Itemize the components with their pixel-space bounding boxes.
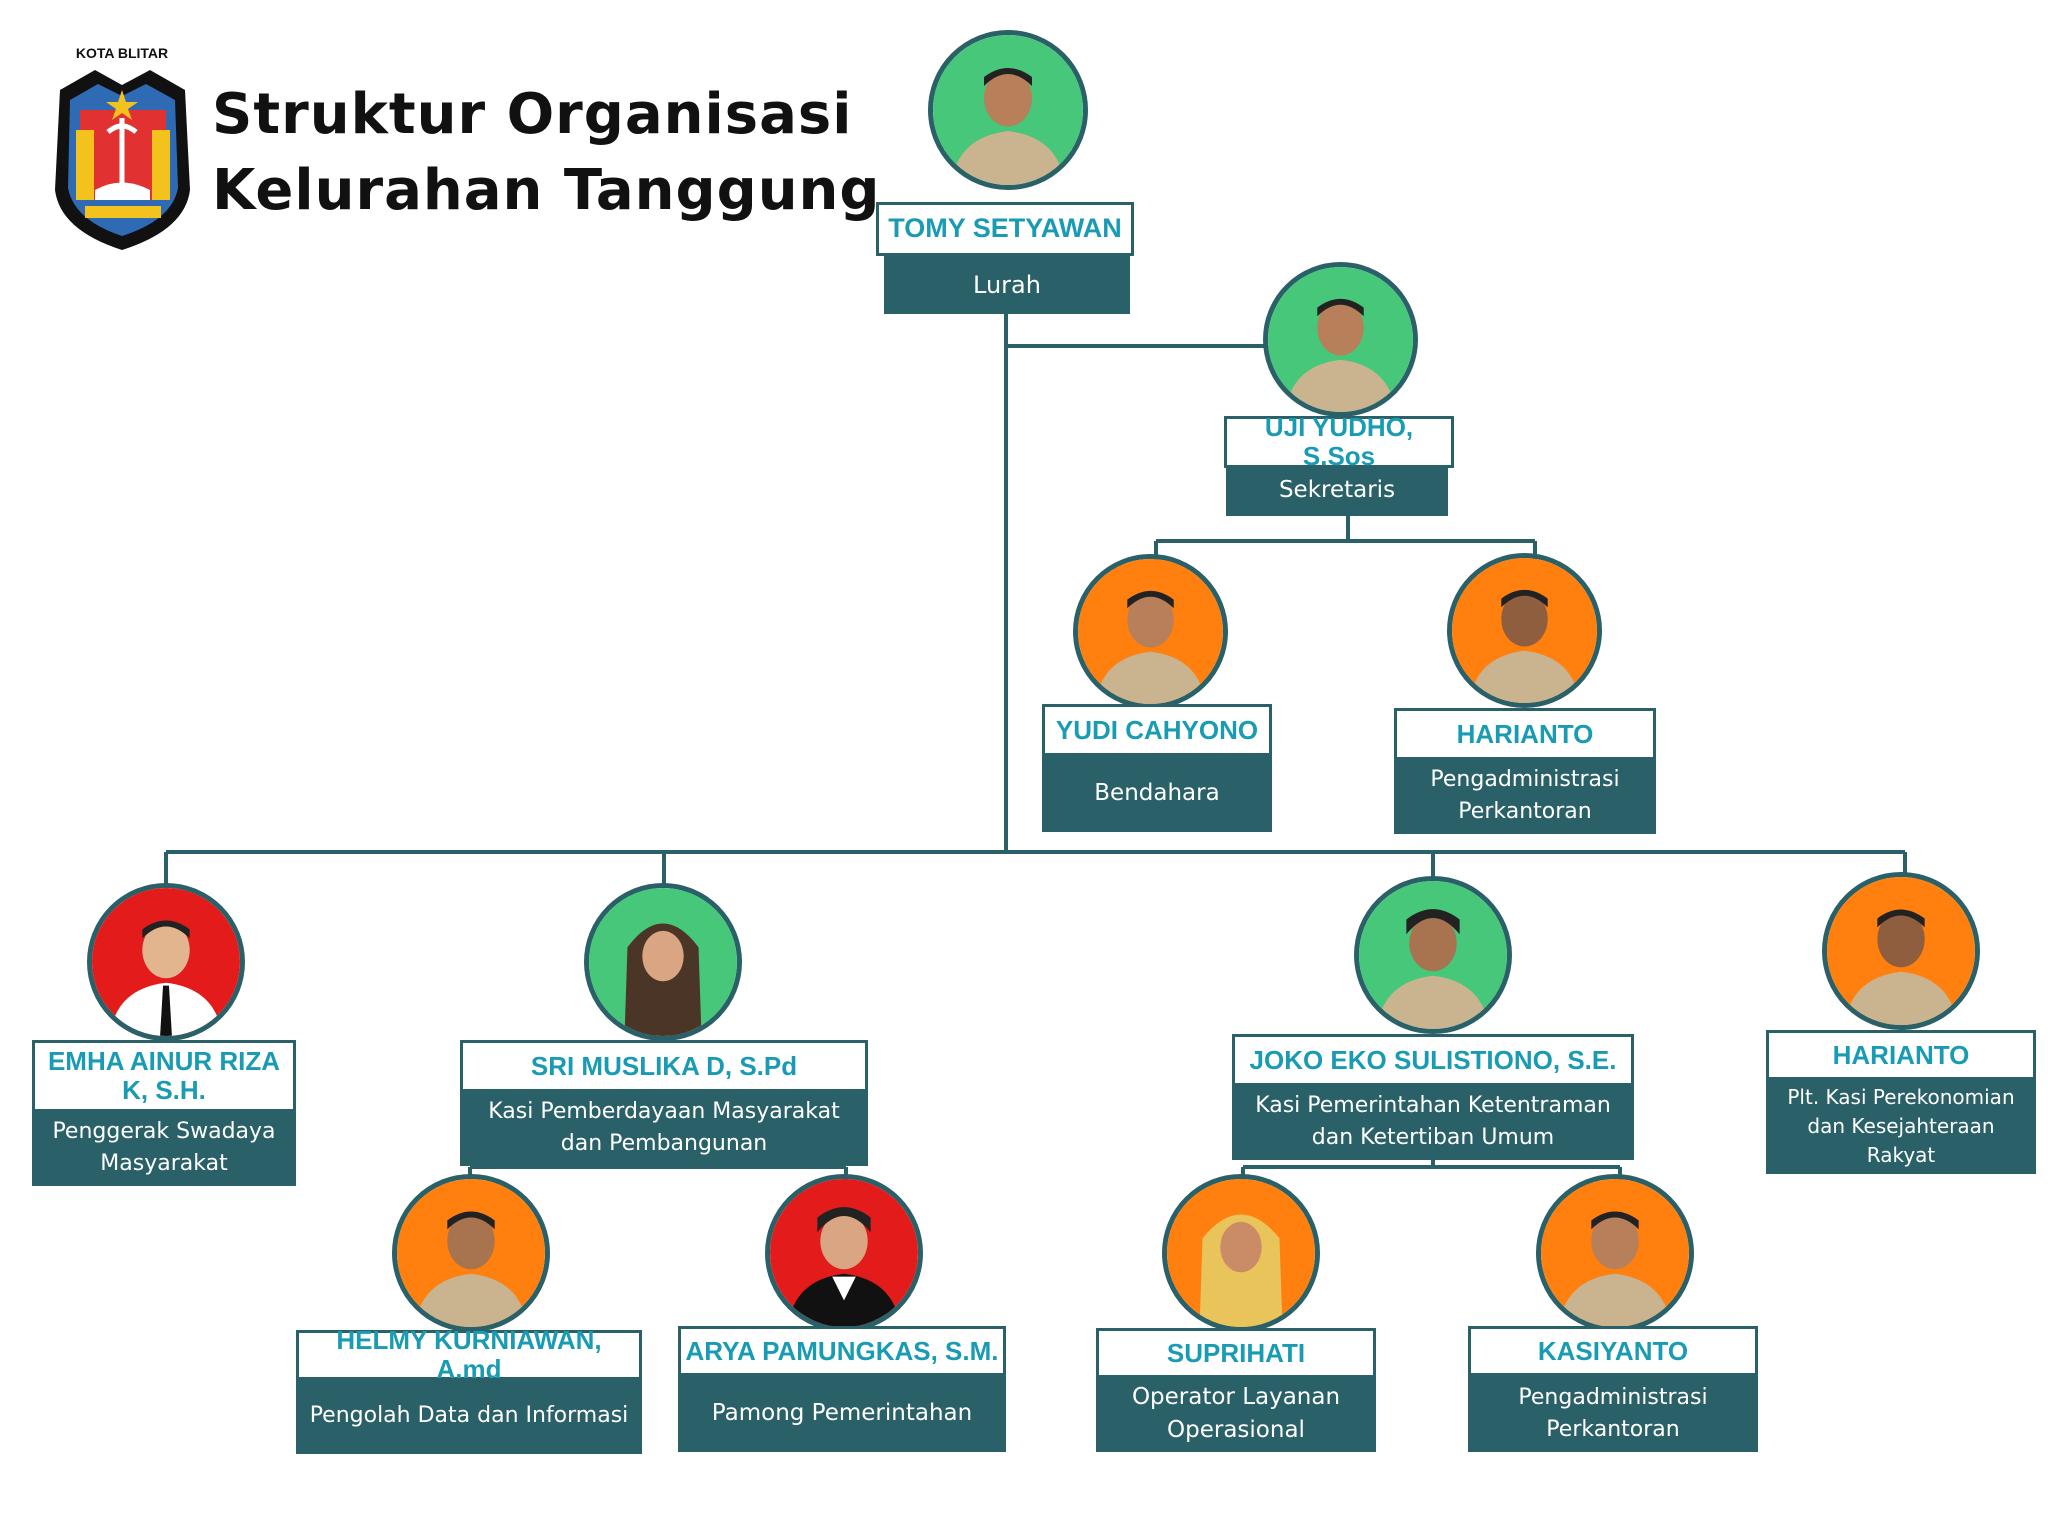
name-lurah: TOMY SETYAWAN: [876, 202, 1134, 256]
name-operator: SUPRIHATI: [1096, 1328, 1376, 1378]
role-lurah: Lurah: [884, 256, 1130, 314]
name-pamong: ARYA PAMUNGKAS, S.M.: [678, 1326, 1006, 1376]
svg-text:KOTA BLITAR: KOTA BLITAR: [76, 45, 168, 61]
avatar-bendahara: [1073, 554, 1228, 709]
role-operator: Operator Layanan Operasional: [1096, 1376, 1376, 1452]
role-bendahara: Bendahara: [1042, 756, 1272, 832]
name-pengadministrasi-2: KASIYANTO: [1468, 1326, 1758, 1376]
role-pamong: Pamong Pemerintahan: [678, 1376, 1006, 1452]
avatar-pengadministrasi-1: [1447, 553, 1602, 708]
avatar-kasi-pemerintahan: [1354, 876, 1512, 1034]
role-kasi-pemerintahan: Kasi Pemerintahan Ketentraman dan Ketert…: [1232, 1084, 1634, 1160]
avatar-penggerak: [87, 883, 245, 1041]
avatar-kasi-perekonomian: [1822, 872, 1980, 1030]
name-penggerak: EMHA AINUR RIZA K, S.H.: [32, 1040, 296, 1112]
role-kasi-perekonomian: Plt. Kasi Perekonomian dan Kesejahteraan…: [1766, 1078, 2036, 1174]
name-kasi-pemberdayaan: SRI MUSLIKA D, S.Pd: [460, 1040, 868, 1092]
role-kasi-pemberdayaan: Kasi Pemberdayaan Masyarakat dan Pembang…: [460, 1090, 868, 1166]
name-kasi-pemerintahan: JOKO EKO SULISTIONO, S.E.: [1232, 1034, 1634, 1086]
avatar-lurah: [928, 30, 1088, 190]
name-sekretaris: UJI YUDHO, S.Sos: [1224, 413, 1454, 470]
name-kasi-perekonomian: HARIANTO: [1766, 1030, 2036, 1080]
name-pengadministrasi-1: HARIANTO: [1394, 708, 1656, 760]
role-pengadministrasi-1: Pengadministrasi Perkantoran: [1394, 758, 1656, 834]
role-pengolah-data: Pengolah Data dan Informasi: [296, 1378, 642, 1454]
role-pengadministrasi-2: Pengadministrasi Perkantoran: [1468, 1376, 1758, 1452]
avatar-kasi-pemberdayaan: [584, 883, 742, 1041]
avatar-sekretaris: [1263, 262, 1418, 417]
avatar-pengadministrasi-2: [1536, 1174, 1694, 1332]
role-sekretaris: Sekretaris: [1226, 466, 1448, 516]
role-penggerak: Penggerak Swadaya Masyarakat: [32, 1110, 296, 1186]
title-line-2: Kelurahan Tanggung: [212, 158, 881, 223]
avatar-pamong: [765, 1174, 923, 1332]
name-bendahara: YUDI CAHYONO: [1042, 704, 1272, 756]
kota-blitar-logo: KOTA BLITAR: [55, 45, 190, 250]
name-pengolah-data: HELMY KURNIAWAN, A.md: [296, 1326, 642, 1383]
title-line-1: Struktur Organisasi: [212, 82, 853, 147]
avatar-pengolah-data: [392, 1174, 550, 1332]
avatar-operator: [1162, 1174, 1320, 1332]
